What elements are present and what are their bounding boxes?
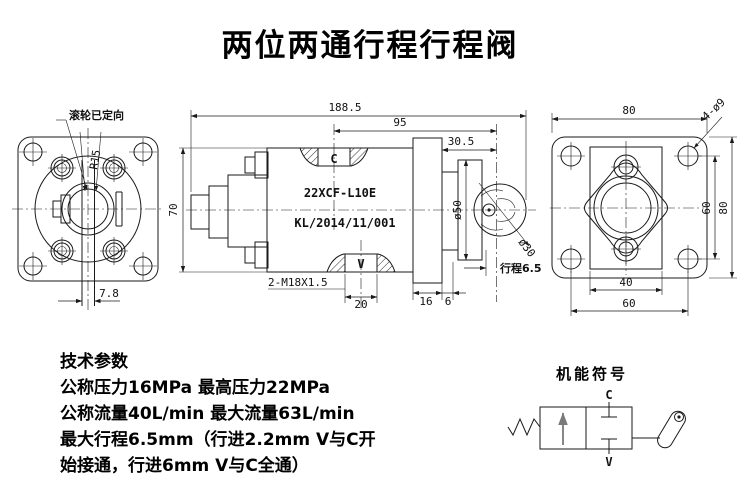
svg-text:20: 20 bbox=[354, 298, 367, 311]
tech-params-line: 公称压力16MPa 最高压力22MPa bbox=[60, 378, 331, 398]
side-neck bbox=[442, 171, 458, 251]
side-screws bbox=[244, 151, 269, 269]
tech-params-line: 公称流量40L/min 最大流量63L/min bbox=[60, 404, 355, 424]
rear-dim-hole-span-h: 60 bbox=[570, 271, 689, 316]
front-roller-band bbox=[81, 160, 95, 306]
side-flange bbox=[412, 137, 443, 284]
side-dim-gap-text: 6 bbox=[445, 295, 452, 308]
side-dim-port-width: 20 bbox=[344, 274, 378, 311]
front-radius-label: R15 bbox=[87, 149, 103, 171]
tech-params-heading: 技术参数 bbox=[60, 352, 128, 372]
svg-text:80: 80 bbox=[622, 104, 635, 117]
side-dim-to-roller: 95 bbox=[333, 116, 497, 134]
symbol-spring-icon bbox=[507, 417, 541, 437]
rear-flange-outline bbox=[551, 136, 708, 279]
side-plug bbox=[190, 174, 268, 248]
symbol-title: 机能符号 bbox=[556, 365, 629, 383]
svg-text:188.5: 188.5 bbox=[328, 101, 361, 114]
svg-text:95: 95 bbox=[393, 116, 406, 129]
function-symbol: C V bbox=[507, 388, 686, 469]
svg-text:行程6.5: 行程6.5 bbox=[499, 261, 542, 275]
svg-text:V: V bbox=[605, 455, 612, 469]
front-note-label: 滚轮已定向 bbox=[69, 108, 124, 122]
rear-corner-holes bbox=[557, 142, 702, 273]
side-dim-overall: 188.5 bbox=[190, 101, 527, 200]
side-dim-roller-dia: ø30 bbox=[478, 182, 538, 260]
svg-text:4-ø9: 4-ø9 bbox=[699, 96, 727, 123]
side-dim-thread: 2-M18X1.5 bbox=[268, 276, 345, 290]
rear-dim-height: 80 bbox=[709, 136, 737, 279]
front-view: 滚轮已定向 R15 7.8 bbox=[12, 108, 164, 312]
symbol-port-v: V bbox=[601, 438, 617, 469]
rear-dim-width: 80 bbox=[551, 104, 708, 133]
svg-text:60: 60 bbox=[622, 297, 635, 310]
tech-params-line: 始接通，行进6mm V与C全通） bbox=[60, 456, 309, 476]
tech-params: 技术参数 公称压力16MPa 最高压力22MPa 公称流量40L/min 最大流… bbox=[60, 349, 376, 479]
rear-dim-hole-span-v: 60 bbox=[699, 155, 720, 260]
side-dim-body-height: 70 bbox=[167, 147, 267, 273]
svg-text:ø50: ø50 bbox=[451, 200, 464, 220]
front-corner-holes bbox=[19, 138, 157, 280]
side-dim-fork-dia: ø50 bbox=[451, 159, 469, 261]
svg-text:ø30: ø30 bbox=[516, 236, 538, 260]
page-title: 两位两通行程行程阀 bbox=[221, 28, 519, 64]
side-dim-stroke: 行程6.5 bbox=[464, 250, 542, 276]
symbol-port-c: C bbox=[601, 388, 617, 418]
side-dim-flange-to-roller: 30.5 bbox=[441, 135, 497, 153]
tech-params-line: 最大行程6.5mm（行进2.2mm V与C开 bbox=[60, 430, 376, 450]
symbol-roller-lever-icon bbox=[632, 410, 686, 449]
rear-view: 80 4-ø9 60 80 40 60 bbox=[550, 96, 737, 316]
front-socket-screws bbox=[48, 154, 128, 265]
rear-dim-holes: 4-ø9 bbox=[693, 96, 728, 149]
svg-text:2-M18X1.5: 2-M18X1.5 bbox=[268, 276, 328, 289]
side-view: C V 22XCF-L10E KL/2014/11/001 bbox=[167, 101, 542, 311]
svg-text:80: 80 bbox=[717, 201, 730, 214]
svg-text:C: C bbox=[605, 388, 612, 402]
svg-text:40: 40 bbox=[619, 276, 632, 289]
drawing-code: KL/2014/11/001 bbox=[294, 216, 395, 230]
model-number: 22XCF-L10E bbox=[304, 186, 376, 200]
svg-text:30.5: 30.5 bbox=[448, 135, 475, 148]
svg-text:16: 16 bbox=[419, 295, 432, 308]
front-note-leader bbox=[56, 119, 102, 192]
front-dim-roller-width-text: 7.8 bbox=[99, 287, 119, 300]
svg-text:60: 60 bbox=[700, 201, 713, 214]
rear-dim-port-span: 40 bbox=[589, 271, 663, 295]
svg-text:70: 70 bbox=[167, 203, 180, 216]
side-dim-flange-thick: 16 6 bbox=[412, 262, 466, 308]
front-dim-roller-width: 7.8 bbox=[58, 287, 120, 304]
